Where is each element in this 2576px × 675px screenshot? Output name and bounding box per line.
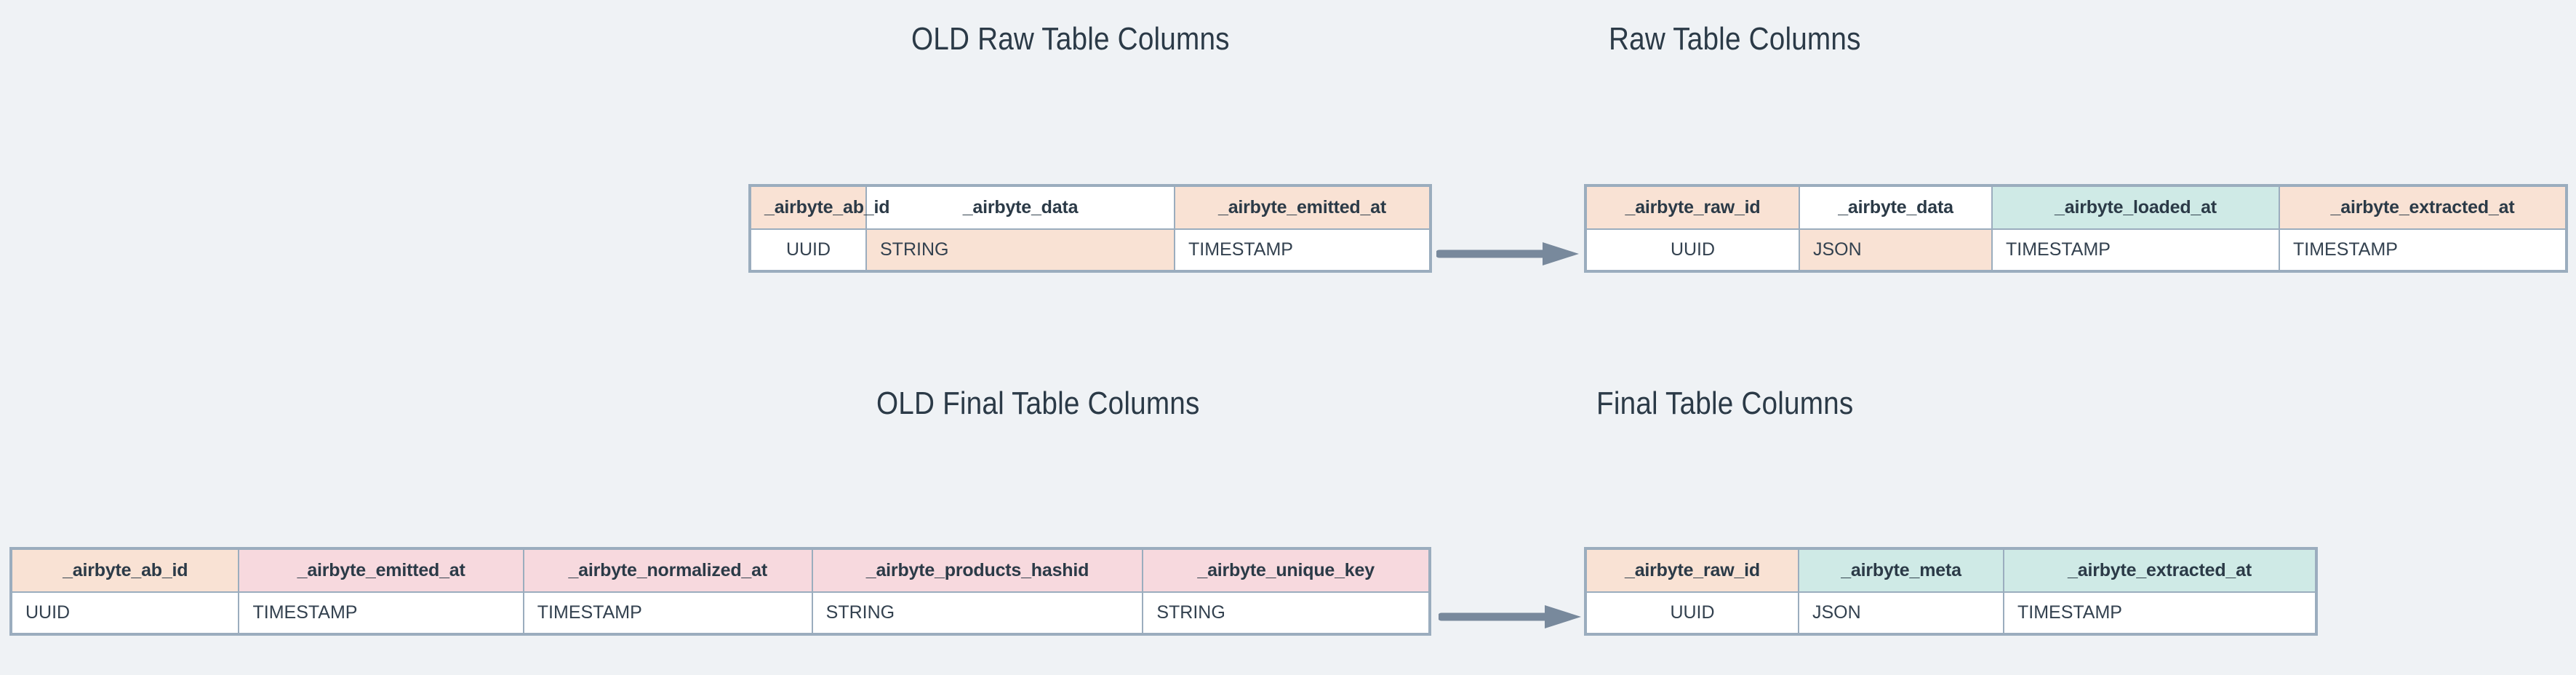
column-header-cell: _airbyte_raw_id bbox=[1585, 185, 1800, 230]
table-type-row: UUID JSON TIMESTAMP bbox=[1585, 591, 2317, 635]
arrow-right-icon-final bbox=[1439, 602, 1584, 631]
column-header-cell: _airbyte_loaded_at bbox=[1991, 185, 2280, 230]
column-type-cell: UUID bbox=[1585, 228, 1800, 272]
column-header-cell: _airbyte_ab_id bbox=[749, 185, 889, 230]
table-header-row: _airbyte_raw_id _airbyte_data _airbyte_l… bbox=[1585, 185, 2567, 230]
table-old-raw-columns: _airbyte_ab_id _airbyte_data _airbyte_em… bbox=[748, 184, 1432, 273]
arrow-right-icon-raw bbox=[1436, 239, 1582, 268]
section-title-new-raw: Raw Table Columns bbox=[1609, 21, 1861, 57]
table-type-row: UUID TIMESTAMP TIMESTAMP STRING STRING bbox=[9, 591, 1431, 635]
column-type-cell: TIMESTAMP bbox=[238, 591, 524, 635]
column-header-cell: _airbyte_data bbox=[1799, 185, 1993, 230]
table-type-row: UUID JSON TIMESTAMP TIMESTAMP bbox=[1585, 228, 2567, 272]
section-title-old-raw: OLD Raw Table Columns bbox=[911, 21, 1230, 57]
table-new-raw-columns: _airbyte_raw_id _airbyte_data _airbyte_l… bbox=[1584, 184, 2568, 273]
column-type-cell: TIMESTAMP bbox=[1991, 228, 2280, 272]
section-title-old-final: OLD Final Table Columns bbox=[876, 386, 1200, 421]
column-type-cell: TIMESTAMP bbox=[2279, 228, 2567, 272]
column-header-cell: _airbyte_extracted_at bbox=[2279, 185, 2567, 230]
column-header-cell: _airbyte_emitted_at bbox=[1174, 185, 1431, 230]
column-type-cell: STRING bbox=[811, 591, 1144, 635]
column-type-cell: TIMESTAMP bbox=[522, 591, 813, 635]
table-header-row: _airbyte_ab_id _airbyte_emitted_at _airb… bbox=[9, 548, 1431, 593]
column-header-cell: _airbyte_products_hashid bbox=[811, 548, 1144, 593]
column-header-cell: _airbyte_meta bbox=[1798, 548, 2004, 593]
table-header-row: _airbyte_ab_id _airbyte_data _airbyte_em… bbox=[749, 185, 1431, 230]
column-header-cell: _airbyte_raw_id bbox=[1585, 548, 1799, 593]
table-header-row: _airbyte_raw_id _airbyte_meta _airbyte_e… bbox=[1585, 548, 2317, 593]
column-header-cell: _airbyte_normalized_at bbox=[522, 548, 813, 593]
column-type-cell: JSON bbox=[1799, 228, 1993, 272]
column-type-cell: UUID bbox=[9, 591, 240, 635]
column-type-cell: TIMESTAMP bbox=[2003, 591, 2317, 635]
column-type-cell: TIMESTAMP bbox=[1174, 228, 1431, 272]
column-header-cell: _airbyte_ab_id bbox=[9, 548, 240, 593]
table-old-final-columns: _airbyte_ab_id _airbyte_emitted_at _airb… bbox=[9, 547, 1431, 636]
column-header-cell: _airbyte_data bbox=[865, 185, 1175, 230]
table-new-final-columns: _airbyte_raw_id _airbyte_meta _airbyte_e… bbox=[1584, 547, 2318, 636]
table-type-row: UUID STRING TIMESTAMP bbox=[749, 228, 1431, 272]
section-title-new-final: Final Table Columns bbox=[1596, 386, 1854, 421]
column-header-cell: _airbyte_emitted_at bbox=[238, 548, 524, 593]
column-type-cell: STRING bbox=[1142, 591, 1431, 635]
column-type-cell: UUID bbox=[1585, 591, 1799, 635]
column-type-cell: UUID bbox=[749, 228, 867, 272]
column-type-cell: STRING bbox=[865, 228, 1175, 272]
column-header-cell: _airbyte_extracted_at bbox=[2003, 548, 2317, 593]
column-type-cell: JSON bbox=[1798, 591, 2004, 635]
column-header-cell: _airbyte_unique_key bbox=[1142, 548, 1431, 593]
